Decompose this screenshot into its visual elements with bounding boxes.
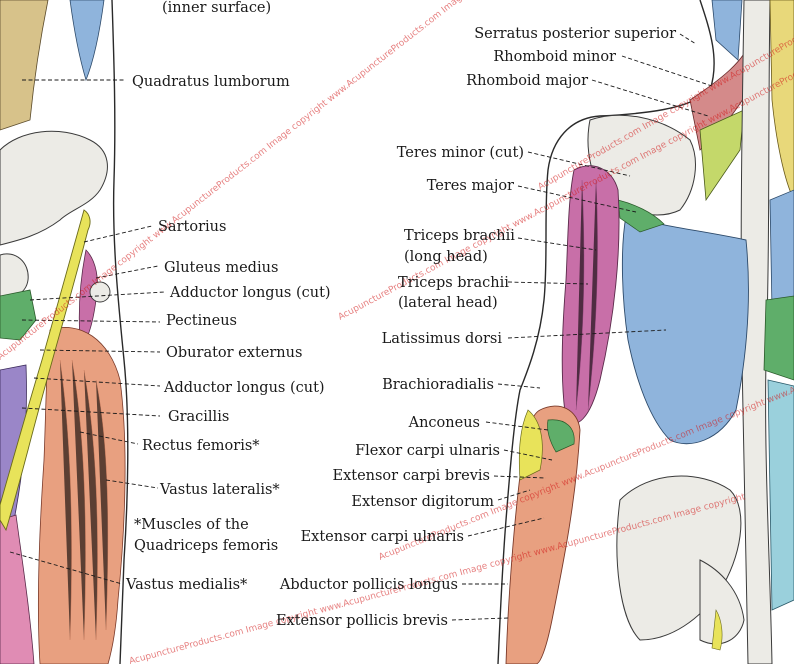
pelvic-muscle-yellow — [711, 609, 723, 651]
left-figure-hip-thigh — [0, 0, 129, 664]
label-rhomboid-major: Rhomboid major — [466, 73, 588, 89]
label-extensor-carpi-ulnaris: Extensor carpi ulnaris — [301, 529, 464, 545]
sacrum-bone — [699, 559, 745, 645]
label-latissimus-dorsi: Latissimus dorsi — [382, 331, 503, 347]
label-vastus-medialis: Vastus medialis* — [125, 577, 248, 593]
inner-muscle-blue — [69, 0, 105, 82]
labels-left: (inner surface) Quadratus lumborum Sarto… — [125, 0, 331, 593]
label-adductor-longus-cut-2: Adductor longus (cut) — [163, 380, 325, 396]
sartorius-muscle — [0, 209, 91, 532]
label-abductor-pollicis-longus: Abductor pollicis longus — [279, 577, 458, 593]
label-brachioradialis: Brachioradialis — [382, 377, 494, 393]
labels-right: Serratus posterior superior Rhomboid min… — [276, 26, 676, 629]
label-rectus-femoris: Rectus femoris* — [142, 438, 260, 454]
label-rhomboid-minor: Rhomboid minor — [493, 49, 616, 65]
label-adductor-longus-cut-1: Adductor longus (cut) — [169, 285, 331, 301]
label-gracillis: Gracillis — [168, 409, 229, 425]
upper-back-muscle-yellow — [769, 0, 794, 201]
label-extensor-digitorum: Extensor digitorum — [351, 494, 494, 510]
teres-major-muscle — [617, 199, 665, 233]
label-quadratus-lumborum: Quadratus lumborum — [132, 74, 290, 90]
label-extensor-carpi-brevis: Extensor carpi brevis — [332, 468, 490, 484]
label-flexor-carpi-ulnaris: Flexor carpi ulnaris — [355, 443, 500, 459]
label-vastus-lateralis: Vastus lateralis* — [159, 482, 280, 498]
lower-back-muscle-teal — [767, 379, 794, 611]
label-sartorius: Sartorius — [158, 219, 226, 235]
label-teres-major: Teres major — [427, 178, 514, 194]
label-serratus-posterior-superior: Serratus posterior superior — [474, 26, 676, 42]
label-triceps-long-1: Triceps brachii — [404, 228, 515, 244]
erector-muscle-blue — [769, 189, 794, 311]
triceps-brachii-muscle — [561, 165, 620, 425]
oblique-muscle-green — [763, 295, 794, 381]
label-quadriceps-note-2: Quadriceps femoris — [134, 538, 278, 554]
label-triceps-lateral-1: Triceps brachii — [398, 275, 509, 291]
vastus-medialis-muscle — [0, 514, 35, 664]
label-triceps-lateral-2: (lateral head) — [398, 295, 498, 311]
hip-bone-detail — [89, 281, 111, 303]
label-anconeus: Anconeus — [408, 415, 480, 431]
label-pectineus: Pectineus — [166, 313, 237, 329]
label-teres-minor-cut: Teres minor (cut) — [397, 145, 524, 161]
rhomboid-minor-muscle — [699, 109, 745, 202]
label-gluteus-medius: Gluteus medius — [164, 260, 278, 276]
leader-lines — [9, 33, 713, 621]
pectineus-muscle — [0, 289, 37, 341]
brachioradialis-muscle — [518, 409, 543, 481]
label-quadriceps-note-1: *Muscles of the — [134, 517, 249, 533]
latissimus-dorsi-muscle — [621, 215, 749, 445]
upper-trap-blue — [711, 0, 743, 61]
right-figure-back-arm — [497, 0, 794, 664]
label-inner-surface: (inner surface) — [162, 0, 271, 16]
pelvis-bone — [0, 130, 108, 246]
label-oburator-externus: Oburator externus — [166, 345, 302, 361]
quadratus-lumborum-muscle — [0, 0, 49, 131]
label-extensor-pollicis-brevis: Extensor pollicis brevis — [276, 613, 448, 629]
label-triceps-long-2: (long head) — [404, 249, 488, 265]
